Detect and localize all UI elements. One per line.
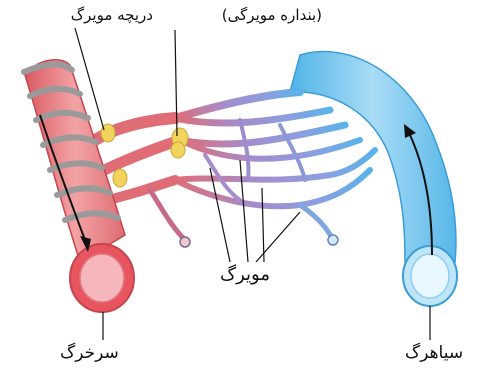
label-capillary-gate: دریچه مویرگ — [71, 8, 153, 23]
label-precapillary-sphincter: (بنداره مویرگی) — [222, 8, 322, 23]
label-vein: سیاهرگ — [405, 345, 463, 362]
capillary-network — [95, 92, 375, 247]
label-artery: سرخرگ — [60, 345, 119, 362]
label-capillaries: مویرگ — [220, 266, 270, 284]
artery-lumen — [80, 254, 124, 302]
